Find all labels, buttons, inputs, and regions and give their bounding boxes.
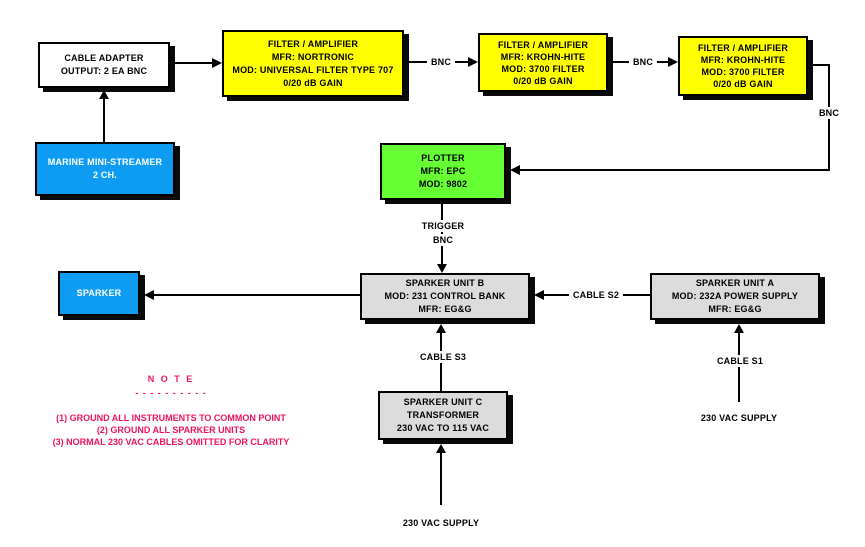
arrowhead-right-icon (468, 57, 478, 67)
filter2-line: 0/20 dB GAIN (513, 75, 573, 86)
note-underline: - - - - - - - - - - (135, 388, 207, 398)
arrowhead-up-icon (436, 444, 446, 453)
arrowhead-right-icon (668, 57, 678, 67)
plotter-line: PLOTTER (421, 153, 465, 163)
arrowhead-right-icon (212, 58, 222, 68)
filter-amplifier-1-box: FILTER / AMPLIFIER MFR: NORTRONIC MOD: U… (222, 30, 404, 97)
filter-amplifier-2-box: FILTER / AMPLIFIER MFR: KROHN-HITE MOD: … (478, 33, 608, 92)
connector-vac-unita (738, 332, 740, 402)
filter2-line: FILTER / AMPLIFIER (497, 39, 589, 50)
filter3-line: FILTER / AMPLIFIER (697, 43, 789, 53)
sparker-unit-b-box: SPARKER UNIT B MOD: 231 CONTROL BANK MFR… (360, 273, 530, 320)
connector-adapter-filter1 (172, 62, 214, 64)
unit-a-line: MOD: 232A POWER SUPPLY (671, 291, 799, 301)
plotter-line: MOD: 9802 (418, 179, 468, 189)
filter1-line: MFR: NORTRONIC (271, 51, 355, 62)
unit-a-line: MFR: EG&G (708, 304, 762, 314)
connector-streamer-adapter (103, 99, 105, 142)
arrowhead-up-icon (436, 324, 446, 333)
bnc-label-2: BNC (628, 56, 658, 68)
filter3-line: MOD: 3700 FILTER (701, 67, 785, 77)
bnc-label-3: BNC (814, 107, 844, 119)
vac-supply-bottom-label: 230 VAC SUPPLY (402, 518, 480, 528)
unit-b-line: MFR: EG&G (418, 304, 472, 314)
unit-c-line: 230 VAC TO 115 VAC (396, 423, 490, 433)
bnc-label-1: BNC (426, 56, 456, 68)
arrowhead-up-icon (734, 324, 744, 333)
arrowhead-left-icon (534, 290, 544, 300)
cable-s1-label: CABLE S1 (712, 355, 768, 367)
filter1-line: 0/20 dB GAIN (283, 77, 343, 88)
streamer-line: MARINE MINI-STREAMER (47, 157, 163, 167)
filter1-line: FILTER / AMPLIFIER (267, 38, 359, 49)
sparker-unit-c-box: SPARKER UNIT C TRANSFORMER 230 VAC TO 11… (378, 391, 508, 440)
arrowhead-left-icon (510, 165, 520, 175)
filter1-line: MOD: UNIVERSAL FILTER TYPE 707 (232, 64, 394, 75)
filter3-line: 0/20 dB GAIN (713, 79, 773, 89)
connector-drop-plotter (520, 169, 830, 171)
connector-unitb-sparker (152, 294, 360, 296)
arrowhead-up-icon (99, 90, 109, 99)
sparker-unit-a-box: SPARKER UNIT A MOD: 232A POWER SUPPLY MF… (650, 273, 820, 320)
streamer-line: 2 CH. (92, 170, 117, 180)
filter-amplifier-3-box: FILTER / AMPLIFIER MFR: KROHN-HITE MOD: … (678, 36, 808, 96)
unit-c-line: SPARKER UNIT C (403, 397, 483, 407)
plotter-line: MFR: EPC (420, 166, 466, 176)
connector-vac-unitc (440, 452, 442, 505)
sparker-box: SPARKER (58, 271, 140, 316)
filter3-line: MFR: KROHN-HITE (700, 55, 786, 65)
marine-mini-streamer-box: MARINE MINI-STREAMER 2 CH. (35, 142, 175, 196)
cable-s2-label: CABLE S2 (568, 289, 624, 301)
cable-s3-label: CABLE S3 (415, 351, 471, 363)
cable-adapter-box: CABLE ADAPTER OUTPUT: 2 EA BNC (38, 42, 170, 88)
filter2-line: MFR: KROHN-HITE (500, 51, 586, 62)
note-block: N O T E - - - - - - - - - - (1) GROUND A… (40, 374, 302, 448)
cable-adapter-line: OUTPUT: 2 EA BNC (60, 66, 148, 76)
note-item-1: (1) GROUND ALL INSTRUMENTS TO COMMON POI… (56, 413, 286, 423)
filter2-line: MOD: 3700 FILTER (501, 63, 585, 74)
note-title: N O T E (147, 374, 195, 384)
unit-a-line: SPARKER UNIT A (695, 278, 775, 288)
note-item-3: (3) NORMAL 230 VAC CABLES OMITTED FOR CL… (52, 437, 290, 447)
vac-supply-right-label: 230 VAC SUPPLY (700, 413, 778, 423)
unit-b-line: SPARKER UNIT B (405, 278, 485, 288)
trigger-bnc-label: BNC (428, 234, 458, 246)
unit-b-line: MOD: 231 CONTROL BANK (384, 291, 506, 301)
plotter-box: PLOTTER MFR: EPC MOD: 9802 (380, 143, 506, 200)
trigger-label: TRIGGER (417, 220, 469, 232)
unit-c-line: TRANSFORMER (406, 410, 480, 420)
note-item-2: (2) GROUND ALL SPARKER UNITS (96, 425, 246, 435)
arrowhead-left-icon (144, 290, 154, 300)
arrowhead-down-icon (437, 264, 447, 273)
sparker-line: SPARKER (76, 288, 122, 298)
connector-filter3-corner (810, 64, 830, 66)
cable-adapter-line: CABLE ADAPTER (64, 53, 144, 63)
